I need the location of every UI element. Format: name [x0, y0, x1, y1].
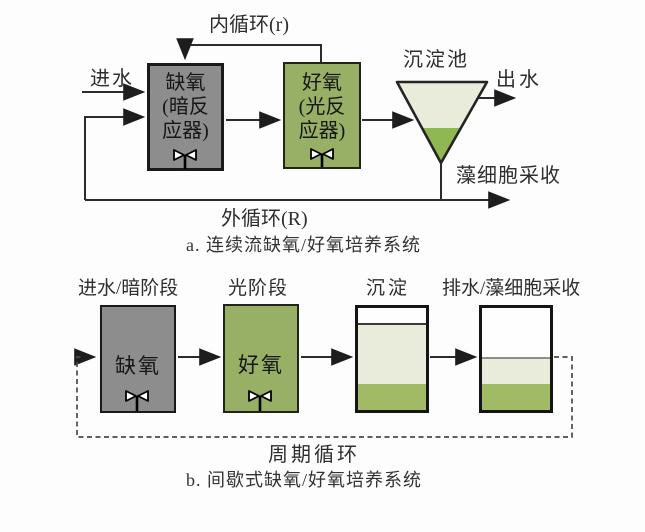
reactor-text-line: 应器) — [162, 120, 209, 142]
reactor-text-line: (光反 — [298, 96, 346, 118]
settler-supernatant — [397, 82, 487, 163]
batch-aerobic-reactor-box: 好氧 — [223, 304, 299, 413]
stage-influent-dark-label: 进水/暗阶段 — [78, 278, 179, 299]
stage-drain-harvest-label: 排水/藻细胞采收 — [442, 278, 581, 299]
settled-algae-layer — [358, 384, 426, 410]
outer-loop-label: 外循环(R) — [221, 208, 308, 230]
supernatant-layer — [482, 357, 550, 384]
settled-algae-layer — [482, 384, 550, 410]
settler-funnel — [395, 80, 489, 165]
caption-continuous-system: a. 连续流缺氧/好氧培养系统 — [186, 235, 421, 255]
stage-light-label: 光阶段 — [228, 278, 289, 299]
outer-recycle-arrow — [84, 108, 146, 200]
inner-loop-label: 内循环(r) — [209, 14, 289, 36]
anoxic-dark-reactor-box: 缺氧 (暗反 应器) — [147, 63, 224, 171]
reactor-text-line: 好氧 — [302, 72, 342, 94]
drain-harvest-tank — [479, 305, 553, 413]
settler-outline — [395, 80, 489, 165]
settling-tank — [355, 305, 429, 413]
supernatant-layer — [358, 323, 426, 386]
aerobic-photo-reactor-box: 好氧 (光反 应器) — [283, 62, 361, 169]
reactor-text-line: 好氧 — [238, 353, 284, 377]
reactor-text-line: 缺氧 — [115, 354, 161, 378]
stage-settle-label: 沉淀 — [366, 278, 411, 299]
algae-harvest-label: 藻细胞采收 — [456, 165, 561, 187]
caption-batch-system: b. 间歇式缺氧/好氧培养系统 — [186, 470, 422, 490]
cycle-loop-label: 周期循环 — [268, 444, 360, 466]
effluent-label: 出水 — [496, 69, 542, 91]
influent-label: 进水 — [90, 68, 134, 90]
reactor-text-line: 应器) — [298, 120, 346, 142]
settler-label: 沉淀池 — [403, 49, 469, 71]
reactor-text-line: 缺氧 — [165, 72, 206, 94]
batch-anoxic-reactor-box: 缺氧 — [100, 305, 176, 413]
reactor-text-line: (暗反 — [162, 96, 209, 118]
settler-algae-layer — [421, 128, 461, 162]
inner-recycle-arrow — [176, 38, 322, 62]
